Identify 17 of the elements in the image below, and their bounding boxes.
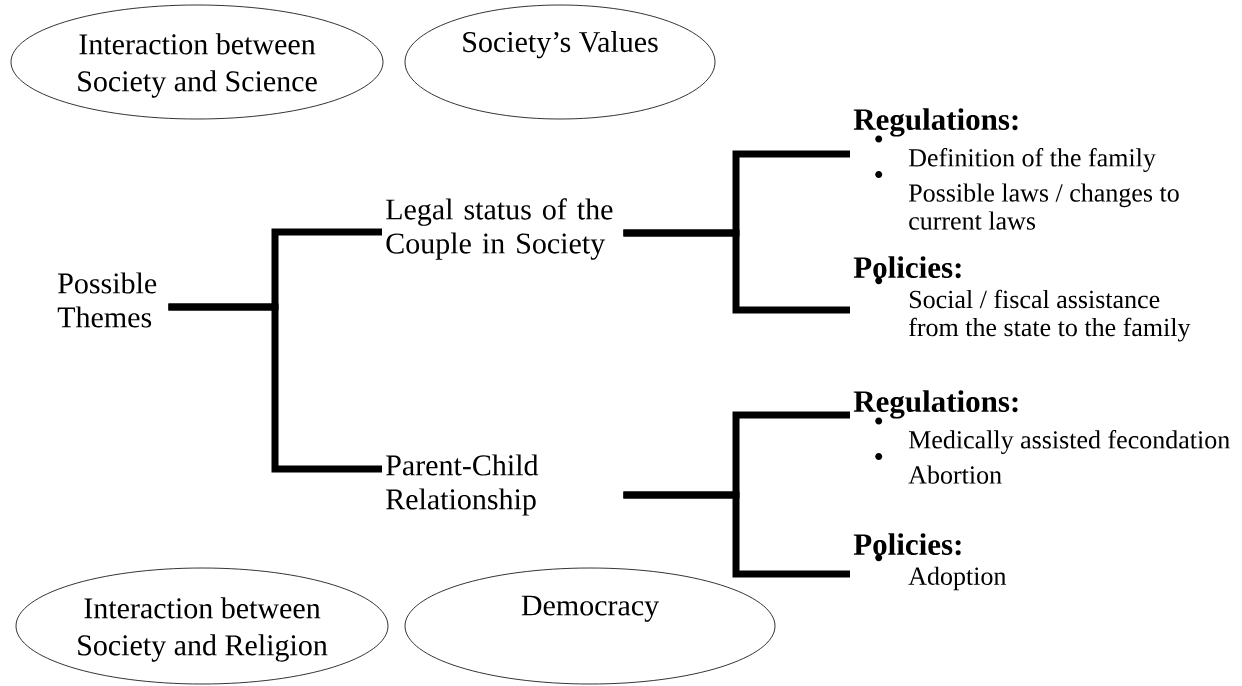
theme-label: Possible Themes: [57, 272, 157, 328]
theme-label: Legal status of the Couple in Society: [386, 198, 613, 260]
node-label: Abortion: [908, 465, 1002, 484]
node-label: Adoption: [908, 566, 1007, 591]
bullet-list: Policies: Adoption: [853, 533, 1007, 591]
node-label: Medically assisted fecondation: [908, 430, 1230, 454]
bullet-list: Regulations: Definition of the family Possible laws / changes to current laws: [853, 108, 1179, 230]
node-label: Regulations:: [853, 108, 1018, 137]
node-label: Policies:: [853, 533, 961, 556]
node-label: Definition of the family: [908, 148, 1156, 172]
node-label: Possible laws / changes to current laws: [908, 183, 1179, 230]
node-label: Social / fiscal assistance from the state to the family: [909, 289, 1191, 342]
node-label: Regulations:: [853, 390, 1018, 419]
bullet-list: Policies: Social / fiscal assistance from the state to the family: [853, 256, 1191, 342]
node-label: Policies:: [853, 256, 961, 279]
bullet-list: Regulations: Medically assisted fecondation Abortion: [853, 390, 1230, 484]
theme-label: Parent-Child Relationship: [386, 454, 539, 516]
